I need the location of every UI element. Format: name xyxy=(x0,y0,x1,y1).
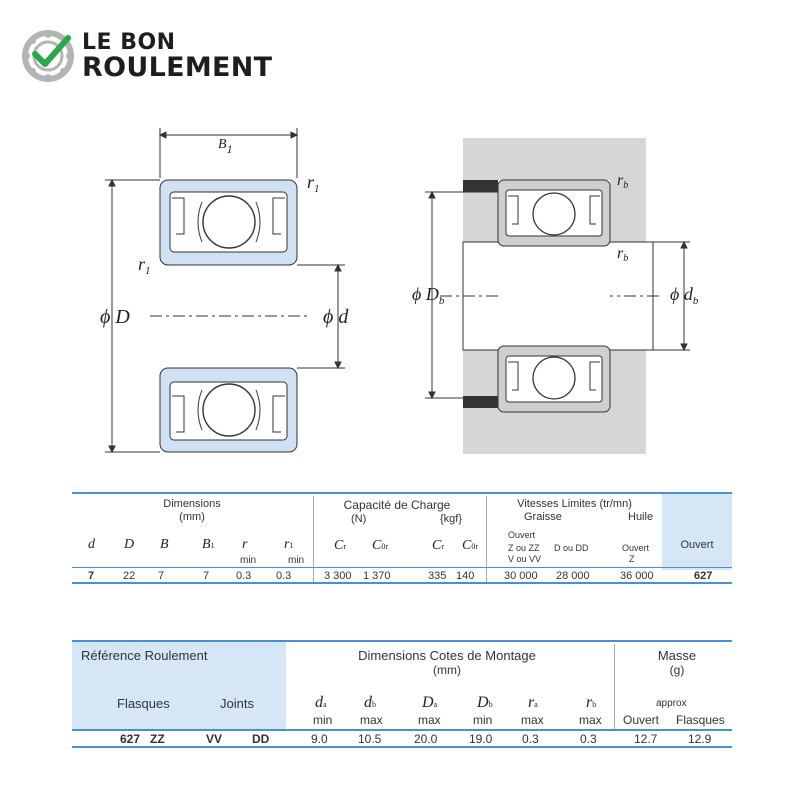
montage-title: Dimensions Cotes de Montage xyxy=(358,648,536,663)
row2-da: 9.0 xyxy=(311,732,328,746)
row2-dd: DD xyxy=(252,732,270,746)
label-phi-d: ϕ d xyxy=(323,306,349,328)
unit-kgf: {kgf} xyxy=(440,513,463,525)
label-b1: B1 xyxy=(218,137,233,156)
row2-Da: 20.0 xyxy=(414,732,438,746)
approx-label: approx xyxy=(656,698,687,709)
row-C0r-kgf: 140 xyxy=(456,570,475,582)
hdr-r-min: min xyxy=(240,555,257,566)
masse-title: Masse xyxy=(657,648,697,663)
hdr-d: d xyxy=(88,537,95,552)
row-r: 0.3 xyxy=(236,570,252,582)
group-speed: Vitesses Limites (tr/mn) xyxy=(517,498,632,510)
hdr-open-2: Z ou ZZ xyxy=(508,543,540,553)
row2-mass-open: 12.7 xyxy=(634,732,658,746)
bearing-section-left xyxy=(105,128,345,454)
hdr-r1-min: min xyxy=(288,555,305,566)
hdr-db: db xyxy=(364,694,376,711)
hdr-open-1: Ouvert xyxy=(508,530,536,540)
hdr-oil-z: Z xyxy=(629,554,635,564)
hdr-r1: r1 xyxy=(284,537,294,552)
montage-unit: (mm) xyxy=(433,663,461,677)
row-B1: 7 xyxy=(203,570,210,582)
hdr-Db: Db xyxy=(477,694,493,711)
row2-mass-flasques: 12.9 xyxy=(688,732,712,746)
grease-label: Graisse xyxy=(524,511,562,523)
hdr-ra: ra xyxy=(528,694,538,711)
bearing-check-icon xyxy=(22,30,74,82)
hdr-Da-q: max xyxy=(418,713,441,727)
group-dimensions: Dimensions xyxy=(163,498,221,510)
flasques-label: Flasques xyxy=(117,696,170,711)
group-capacity: Capacité de Charge xyxy=(343,498,451,512)
row2-ra: 0.3 xyxy=(522,732,539,746)
row2-ref: 627 xyxy=(120,732,141,746)
row-Cr-kgf: 335 xyxy=(428,570,447,582)
row2-rb: 0.3 xyxy=(580,732,597,746)
hdr-D: D xyxy=(124,537,135,552)
row-D: 22 xyxy=(123,570,136,582)
hdr-r: r xyxy=(242,537,248,552)
row-speed-grease-open: 30 000 xyxy=(504,570,538,582)
ouvert-col-header: Ouvert xyxy=(680,539,714,551)
hdr-da-q: min xyxy=(313,713,333,727)
hdr-oil-open: Ouvert xyxy=(622,543,650,553)
hdr-rb-q: max xyxy=(579,713,602,727)
row2-Db: 19.0 xyxy=(469,732,493,746)
hdr-Cr-kgf: Cr xyxy=(432,538,445,553)
row2-vv: VV xyxy=(206,732,223,746)
row-speed-oil: 36 000 xyxy=(620,570,654,582)
hdr-C0r: C0r xyxy=(372,538,389,553)
hdr-db-q: max xyxy=(360,713,383,727)
row2-db: 10.5 xyxy=(358,732,382,746)
label-r1-left: r1 xyxy=(138,254,151,277)
row2-zz: ZZ xyxy=(150,732,165,746)
hdr-open-3: V ou VV xyxy=(508,554,542,564)
brand-line-1: LE BON xyxy=(82,30,176,55)
group-dimensions-unit: (mm) xyxy=(179,511,205,523)
joints-label: Joints xyxy=(220,696,254,711)
bearing-technical-drawing: B1 r1 r1 ϕ D ϕ d rb xyxy=(100,128,699,454)
label-rb-mid: rb xyxy=(617,245,628,264)
hdr-d-ou-dd: D ou DD xyxy=(554,543,589,553)
bearing-mounting-right xyxy=(425,138,690,454)
hdr-Db-q: min xyxy=(473,713,493,727)
hdr-da: da xyxy=(315,694,327,711)
hdr-Cr: Cr xyxy=(334,538,347,553)
label-phi-D: ϕ D xyxy=(100,306,130,328)
masse-unit: (g) xyxy=(669,663,685,677)
hdr-B1: B1 xyxy=(202,537,215,552)
label-rb-top: rb xyxy=(617,172,628,191)
row-speed-grease-dd: 28 000 xyxy=(556,570,590,582)
row-C0r: 1 370 xyxy=(363,570,391,582)
row-d: 7 xyxy=(88,570,95,582)
brand-logo: LE BON ROULEMENT xyxy=(22,28,302,84)
brand-line-2: ROULEMENT xyxy=(82,52,273,83)
row-ref: 627 xyxy=(694,570,713,582)
hdr-rb: rb xyxy=(586,694,597,711)
label-r1-top: r1 xyxy=(307,172,320,195)
masse-flasques-label: Flasques xyxy=(676,713,725,727)
hdr-B: B xyxy=(160,537,169,552)
hdr-ra-q: max xyxy=(521,713,544,727)
label-phi-db: ϕ db xyxy=(670,284,699,307)
label-phi-Db: ϕ Db xyxy=(412,284,445,307)
row-B: 7 xyxy=(158,570,165,582)
oil-label: Huile xyxy=(628,511,654,523)
hdr-C0r-kgf: C0r xyxy=(462,538,479,553)
row-r1: 0.3 xyxy=(276,570,292,582)
dimensions-table: Dimensions (mm) Capacité de Charge (N) {… xyxy=(72,492,732,584)
hdr-Da: Da xyxy=(422,694,438,711)
ref-title: Référence Roulement xyxy=(81,648,208,663)
row-Cr: 3 300 xyxy=(324,570,352,582)
masse-open-label: Ouvert xyxy=(623,713,660,727)
mounting-table: Référence Roulement Flasques Joints Dime… xyxy=(72,640,732,752)
unit-n: (N) xyxy=(351,513,367,525)
